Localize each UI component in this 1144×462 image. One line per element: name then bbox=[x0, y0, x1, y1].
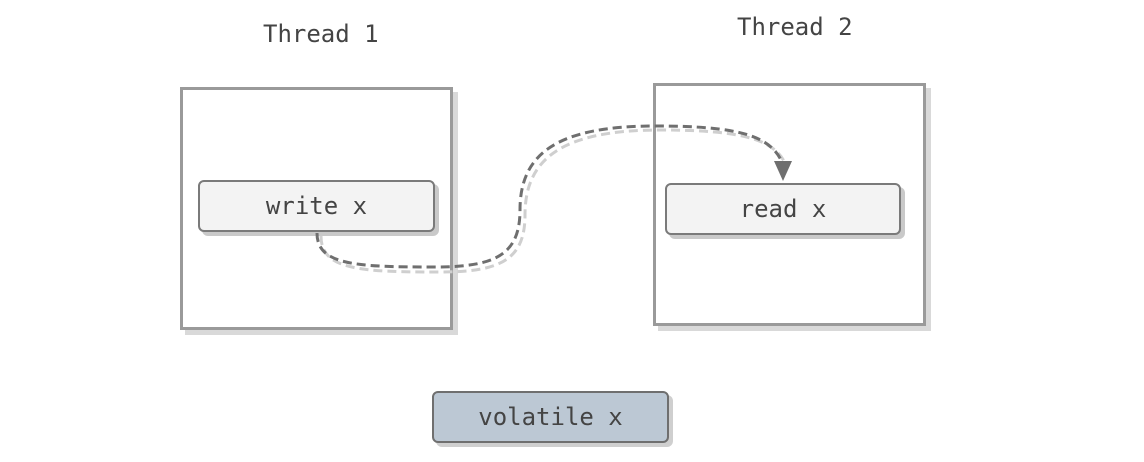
read-operation-box: read x bbox=[665, 183, 901, 235]
thread-1-title: Thread 1 bbox=[263, 20, 379, 48]
thread-2-title: Thread 2 bbox=[737, 13, 853, 41]
volatile-variable-box: volatile x bbox=[432, 391, 669, 443]
write-operation-box: write x bbox=[198, 180, 435, 232]
